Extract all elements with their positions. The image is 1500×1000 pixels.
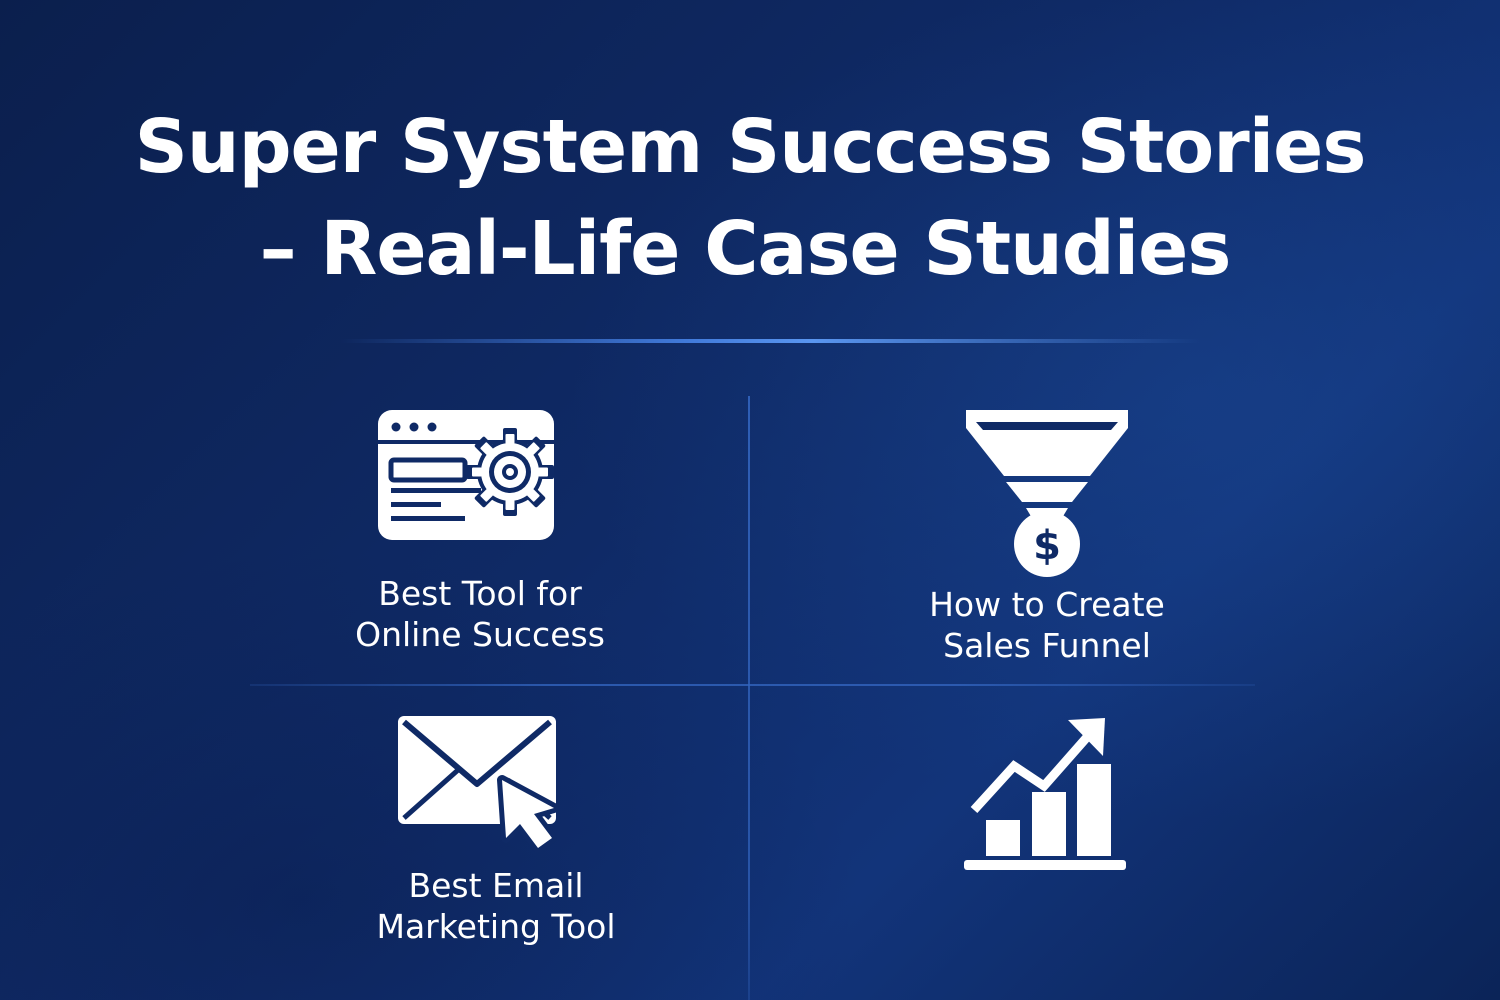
growth-chart-icon [964,718,1126,870]
grid-horizontal-divider [250,684,1255,686]
page-title: Super System Success Stories – Real-Life… [0,96,1500,300]
card-label-sales-funnel: How to Create Sales Funnel [929,585,1165,665]
svg-text:$: $ [1033,523,1061,569]
grid-vertical-divider [748,396,750,1000]
card-label-online-success: Best Tool for Online Success [355,574,605,654]
title-line-1: Super System Success Stories [134,104,1367,190]
title-divider [340,339,1200,343]
web-settings-icon [378,410,554,540]
email-click-icon [398,716,559,852]
card-label-email-marketing: Best Email Marketing Tool [376,866,616,946]
sales-funnel-icon: $ [966,410,1128,577]
title-line-2: – Real-Life Case Studies [259,206,1232,292]
